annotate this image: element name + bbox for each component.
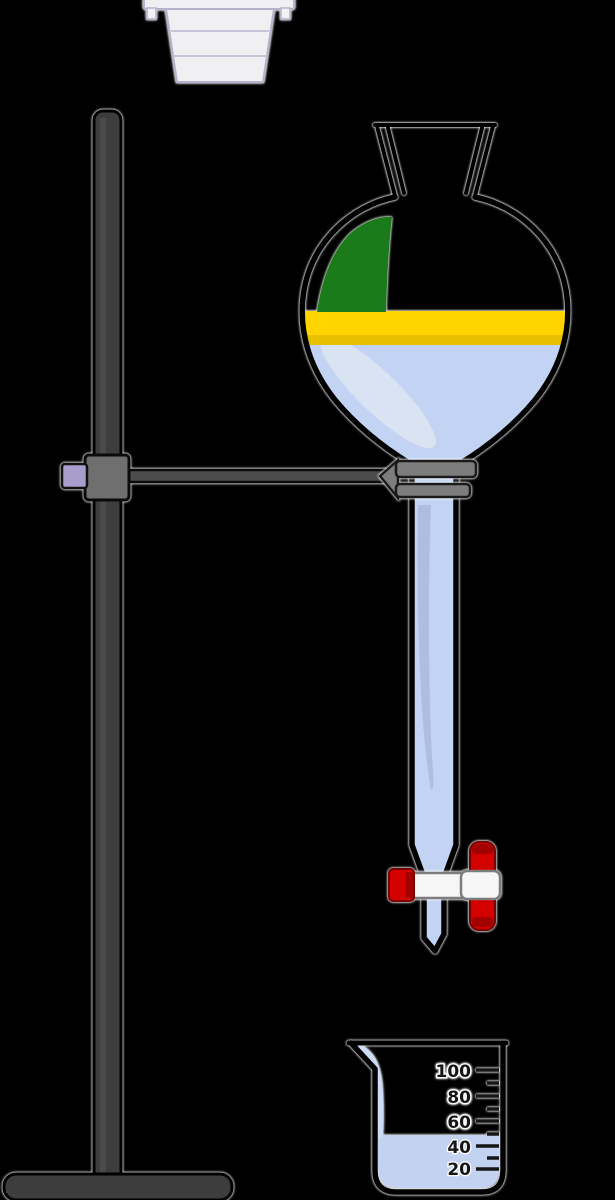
clamp-fork: [378, 457, 400, 502]
glass-stopper: [143, 0, 295, 83]
bottom-liquid-layer: [302, 345, 568, 951]
stand-rod: [92, 109, 123, 1191]
graduation-label-60: 60: [447, 1113, 471, 1133]
neck-outer-left: [375, 124, 397, 198]
stopper-flange-tab-right: [280, 7, 291, 20]
graduation-ticks: [476, 1068, 499, 1171]
stopcock-spool: [459, 869, 502, 901]
top-liquid-layer-shade: [302, 335, 568, 345]
stopcock-handle-shade-bottom: [472, 917, 493, 927]
stand-base: [2, 1172, 234, 1200]
funnel-bulb-outline: [299, 194, 571, 954]
separating-funnel: [299, 123, 571, 954]
neck-outer-right: [473, 124, 495, 198]
stopper-body: [164, 8, 276, 83]
funnel-clamp: [378, 457, 478, 502]
beaker-pour-streak: [353, 1043, 384, 1139]
graduated-beaker: 100 80 60 40 20: [346, 1040, 509, 1195]
green-residue: [317, 216, 392, 312]
stand-rod-highlight: [100, 118, 106, 1178]
clamp-knob: [60, 462, 89, 490]
stem-highlight: [417, 505, 434, 790]
clamp-jaw-bottom: [394, 482, 472, 499]
graduation-label-40: 40: [447, 1138, 471, 1158]
neck-inner-right: [464, 126, 484, 195]
graduation-label-20: 20: [447, 1160, 471, 1180]
clamp-boss: [83, 453, 131, 502]
stopper-flange: [143, 0, 295, 10]
graduation-label-100: 100: [436, 1062, 472, 1082]
neck-inner-left: [386, 126, 406, 195]
stopcock-handle-shade-top: [472, 844, 493, 854]
stopper-flange-tab-left: [146, 7, 157, 20]
beaker-wall-outline: [348, 1040, 506, 1195]
beaker-liquid: [377, 1135, 499, 1188]
graduation-label-80: 80: [447, 1088, 471, 1108]
glass-highlight: [320, 335, 436, 449]
stopcock: [388, 841, 502, 931]
clamp-jaw-top: [394, 459, 478, 479]
stopcock-end-cap-shade: [406, 872, 413, 898]
top-liquid-layer: [302, 311, 568, 335]
retort-stand: [2, 109, 394, 1200]
beaker-contents: [377, 1135, 499, 1188]
funnel-neck: [373, 123, 497, 198]
clamp-arm: [124, 468, 394, 484]
